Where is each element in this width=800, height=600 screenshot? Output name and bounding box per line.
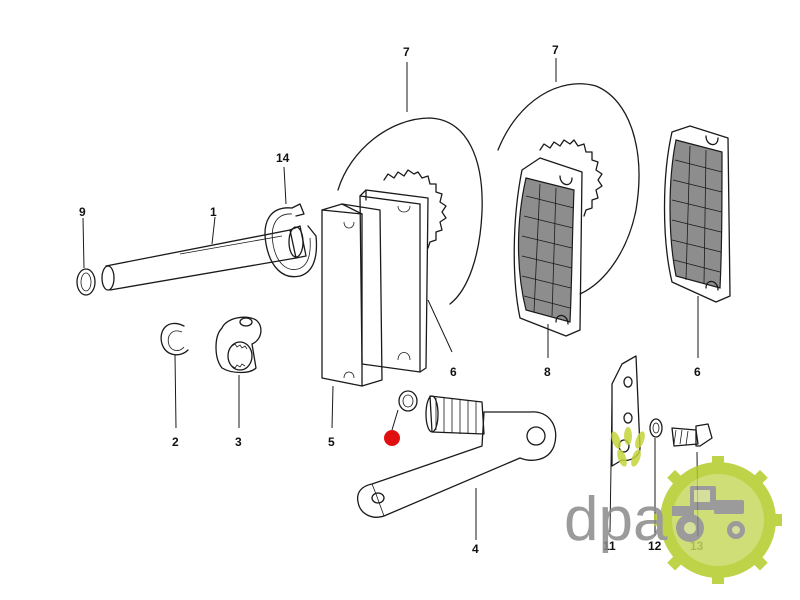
part-8-brake-pad: [513, 157, 583, 337]
watermark-logo: dpa: [564, 427, 782, 584]
part-11-bracket: [611, 355, 641, 467]
part-14-circlip: [264, 203, 318, 278]
watermark-text: dpa: [564, 485, 668, 554]
callout-4: 4: [472, 542, 479, 556]
part-1-shaft: [101, 225, 307, 291]
callout-7-left: 7: [403, 45, 410, 59]
part-6-backing-plate-left: [359, 189, 429, 373]
callout-6-right: 6: [694, 365, 701, 379]
callout-12: 12: [648, 539, 662, 553]
callout-2: 2: [172, 435, 179, 449]
part-3-splined-hub: [215, 316, 262, 374]
part-6-brake-pad-right: [663, 125, 731, 303]
highlight-dot: [384, 430, 400, 446]
callout-1: 1: [210, 205, 217, 219]
part-7-disc-right: [497, 83, 640, 295]
part-9-washer: [76, 268, 96, 296]
callout-7-right: 7: [552, 43, 559, 57]
part-12-washer: [649, 418, 663, 438]
part-2-snap-ring: [160, 322, 189, 356]
wheat-icon: [611, 427, 645, 467]
callout-5: 5: [328, 435, 335, 449]
callout-3: 3: [235, 435, 242, 449]
part-7-disc-left: [337, 117, 483, 305]
callout-9: 9: [79, 205, 86, 219]
part-washer-small: [398, 390, 418, 412]
callout-14: 14: [276, 151, 290, 165]
callout-8: 8: [544, 365, 551, 379]
part-5-block: [321, 203, 383, 387]
part-13-bolt: [671, 423, 713, 447]
callout-labels: 1 2 3 4 5 6 6 7 7 8 9 11 12 13 14: [79, 43, 704, 556]
tractor-icon: [672, 486, 745, 542]
gear-badge: [654, 456, 782, 584]
callout-6-left: 6: [450, 365, 457, 379]
callout-11: 11: [603, 539, 616, 553]
part-4-lever-arm: [356, 395, 557, 518]
